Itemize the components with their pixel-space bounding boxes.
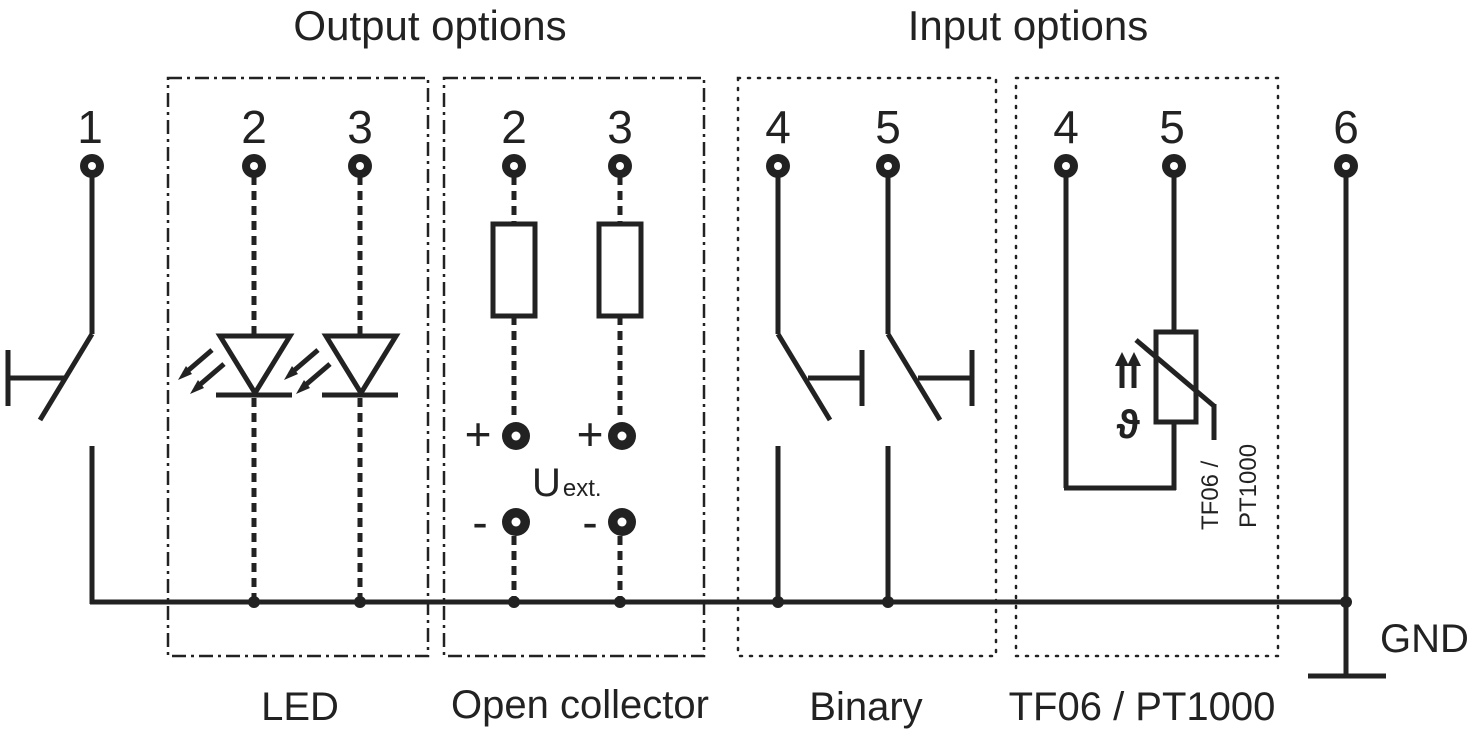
terminal-label-2-oc: 2 bbox=[501, 101, 527, 153]
terminal-label-4-tf06: 4 bbox=[1053, 101, 1079, 153]
tf06-caption: TF06 / PT1000 bbox=[1009, 685, 1276, 729]
thermistor-sensor bbox=[1063, 176, 1217, 491]
open-collector-caption: Open collector bbox=[451, 683, 709, 727]
terminal-label-6: 6 bbox=[1333, 101, 1359, 153]
output-options-heading: Output options bbox=[293, 2, 566, 49]
terminal-label-4-binary: 4 bbox=[765, 101, 791, 153]
minus-sign-3: - bbox=[582, 496, 597, 548]
binary-switch-4 bbox=[775, 176, 865, 604]
sensor-label-line2: PT1000 bbox=[1235, 444, 1262, 528]
terminal-label-5-binary: 5 bbox=[875, 101, 901, 153]
terminal-label-3-led: 3 bbox=[347, 101, 373, 153]
led-diode-2 bbox=[178, 176, 295, 602]
binary-switch-5 bbox=[885, 176, 975, 604]
terminal-label-5-tf06: 5 bbox=[1159, 101, 1185, 153]
terminal-label-3-oc: 3 bbox=[607, 101, 633, 153]
ground-terminal bbox=[1308, 176, 1386, 679]
plus-sign-3: + bbox=[577, 408, 604, 460]
terminal-label-1: 1 bbox=[77, 101, 103, 153]
junction-dots bbox=[248, 596, 1352, 608]
switch-terminal-1 bbox=[5, 176, 95, 604]
sensor-label-line1: TF06 / bbox=[1197, 460, 1224, 530]
open-collector-resistor-2 bbox=[490, 176, 538, 602]
minus-sign-2: - bbox=[472, 496, 487, 548]
terminal-circles bbox=[80, 154, 1358, 536]
led-caption: LED bbox=[261, 685, 339, 729]
plus-sign-2: + bbox=[465, 408, 492, 460]
input-options-heading: Input options bbox=[908, 2, 1149, 49]
led-diode-3 bbox=[284, 176, 401, 602]
theta-symbol: ϑ bbox=[1116, 403, 1140, 447]
terminal-label-2-led: 2 bbox=[241, 101, 267, 153]
uext-symbol: Uext. bbox=[532, 461, 602, 505]
open-collector-group-box bbox=[442, 76, 706, 658]
gnd-label: GND bbox=[1380, 617, 1469, 661]
led-group-box bbox=[166, 76, 430, 658]
binary-caption: Binary bbox=[809, 685, 922, 729]
tf06-group-box bbox=[1014, 76, 1280, 658]
binary-group-box bbox=[736, 76, 998, 658]
open-collector-resistor-3 bbox=[596, 176, 644, 602]
